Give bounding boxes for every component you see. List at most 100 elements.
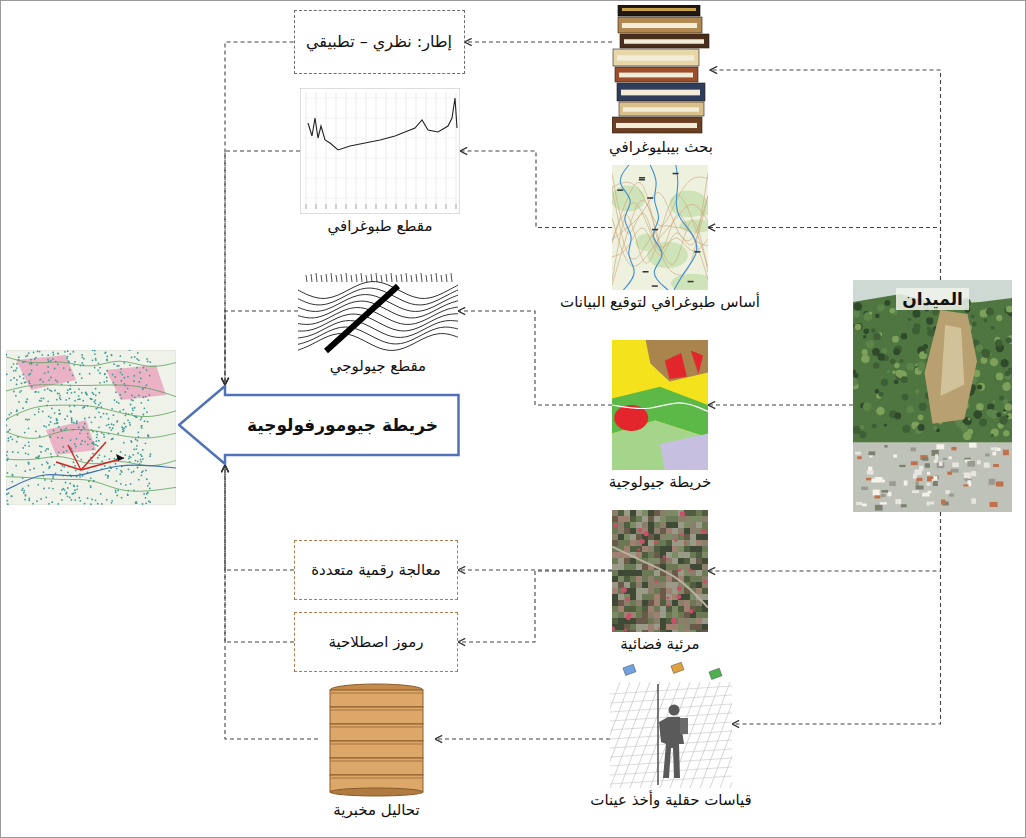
geology-unit (665, 353, 687, 379)
image-caption: خريطة جيولوجية (609, 473, 712, 492)
image-pixel (672, 630, 678, 632)
tree (853, 310, 860, 318)
house (916, 486, 924, 490)
map-dot (123, 383, 125, 385)
map-dot (77, 398, 79, 400)
map-dot (93, 401, 95, 403)
bibliography-node: بحث بيبليوغرافي (612, 5, 710, 135)
map-dot (28, 441, 30, 443)
image-pixel (690, 624, 696, 630)
chart-ground (300, 88, 460, 214)
image-pixel (672, 618, 678, 624)
image-spot (667, 597, 670, 600)
map-dot (38, 408, 40, 410)
book-pages (621, 90, 700, 96)
image-pixel (642, 606, 648, 612)
image-pixel (624, 606, 630, 612)
map-dot (137, 431, 139, 433)
map-dot (78, 497, 80, 499)
map-dot (34, 391, 36, 393)
image-pixel (684, 510, 690, 516)
grid-line (610, 776, 732, 784)
map-dot (34, 414, 36, 416)
image-pixel (678, 618, 684, 624)
map-dot (142, 503, 144, 505)
image-spot (677, 586, 682, 591)
map-dot (63, 451, 65, 453)
map-dot (58, 409, 60, 411)
map-dot (45, 426, 47, 428)
tree (877, 304, 884, 311)
map-dot (79, 476, 81, 478)
image-pixel (678, 540, 684, 546)
map-dot (58, 393, 60, 395)
surface-hatch (386, 274, 387, 282)
image-spot (688, 568, 691, 571)
map-dot (140, 461, 142, 463)
map-dot (58, 451, 60, 453)
tree (863, 402, 872, 411)
image-pixel (696, 552, 702, 558)
map-dot (99, 372, 101, 374)
chart-tick (386, 204, 387, 209)
map-dot (140, 419, 142, 421)
rock-layer (298, 327, 458, 344)
map-dot (146, 478, 148, 480)
image-pixel (630, 564, 636, 570)
image-pixel (648, 606, 654, 612)
map-dot (106, 413, 108, 415)
image-pixel (624, 516, 630, 522)
map-dot (7, 440, 9, 442)
image-pixel (630, 558, 636, 564)
image-pixel (672, 612, 678, 618)
house (935, 454, 938, 460)
image-pixel (702, 534, 708, 540)
map-dot (67, 389, 69, 391)
map-dot (119, 394, 121, 396)
house (861, 487, 868, 490)
map-dot (121, 497, 123, 499)
image-pixel (624, 534, 630, 540)
map-dot (104, 373, 106, 375)
house (912, 490, 919, 493)
image-caption: مقطع طبوغرافي (328, 217, 433, 236)
sieve-band (330, 761, 423, 762)
map-dot (33, 468, 35, 470)
image-pixel (630, 546, 636, 552)
house (874, 495, 880, 498)
map-symbol-line (56, 462, 81, 470)
image-pixel (612, 564, 618, 570)
map-dot (69, 353, 71, 355)
image-pixel (660, 522, 666, 528)
map-dot (79, 500, 81, 502)
map-dot (24, 470, 26, 472)
map-dot (19, 391, 21, 393)
map-dot (6, 493, 8, 495)
tree (862, 349, 868, 355)
map-dot (108, 470, 110, 472)
book-cover (618, 17, 702, 33)
illustration (298, 268, 458, 354)
map-dot (95, 440, 97, 442)
image-pixel (618, 612, 624, 618)
image-pixel (654, 606, 660, 612)
image-pixel (612, 516, 618, 522)
sample-icon (671, 662, 684, 673)
surface-hatch (356, 274, 357, 282)
map-dot (87, 497, 89, 499)
map-dot (22, 487, 24, 489)
grid-line (610, 767, 732, 775)
map-dot (138, 395, 140, 397)
image-pixel (684, 618, 690, 624)
map-dot (92, 448, 94, 450)
chart-grid (356, 92, 357, 204)
chart-grid (376, 92, 377, 204)
image-pixel (648, 570, 654, 576)
sieve-ring (330, 758, 423, 775)
tree (1006, 337, 1012, 343)
image-pixel (702, 522, 708, 528)
image-pixel (648, 582, 654, 588)
chart-tick (426, 204, 427, 209)
chart-grid (406, 92, 407, 204)
tree (860, 425, 865, 430)
